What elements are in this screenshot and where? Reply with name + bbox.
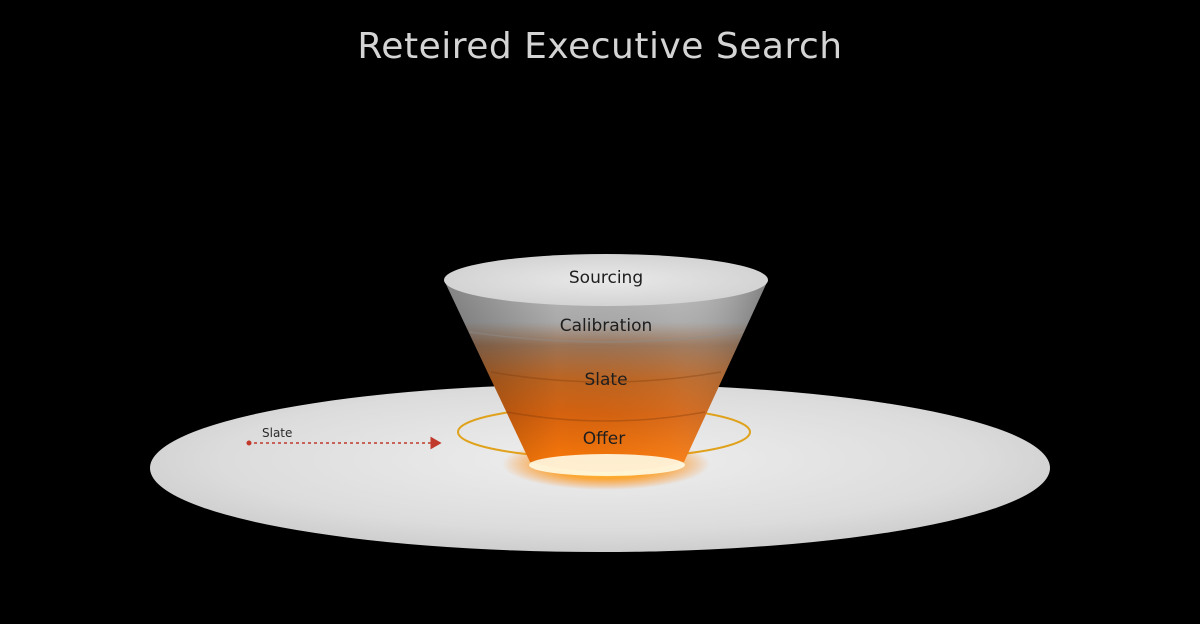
arrow-origin-dot [246, 440, 252, 446]
layer-divider [468, 331, 744, 343]
funnel-shading [444, 280, 768, 472]
side-annotation-label: Slate [262, 426, 292, 440]
layer-divider [490, 371, 722, 383]
stage-label-sourcing: Sourcing [569, 268, 643, 288]
funnel-tip [529, 454, 685, 476]
funnel-top-cap [444, 254, 768, 306]
diagram-title: Reteired Executive Search [357, 26, 843, 67]
layer-divider [506, 411, 706, 422]
stage-label-calibration: Calibration [560, 316, 653, 336]
stage-label-slate: Slate [584, 370, 627, 390]
stage-label-offer: Offer [583, 429, 626, 449]
